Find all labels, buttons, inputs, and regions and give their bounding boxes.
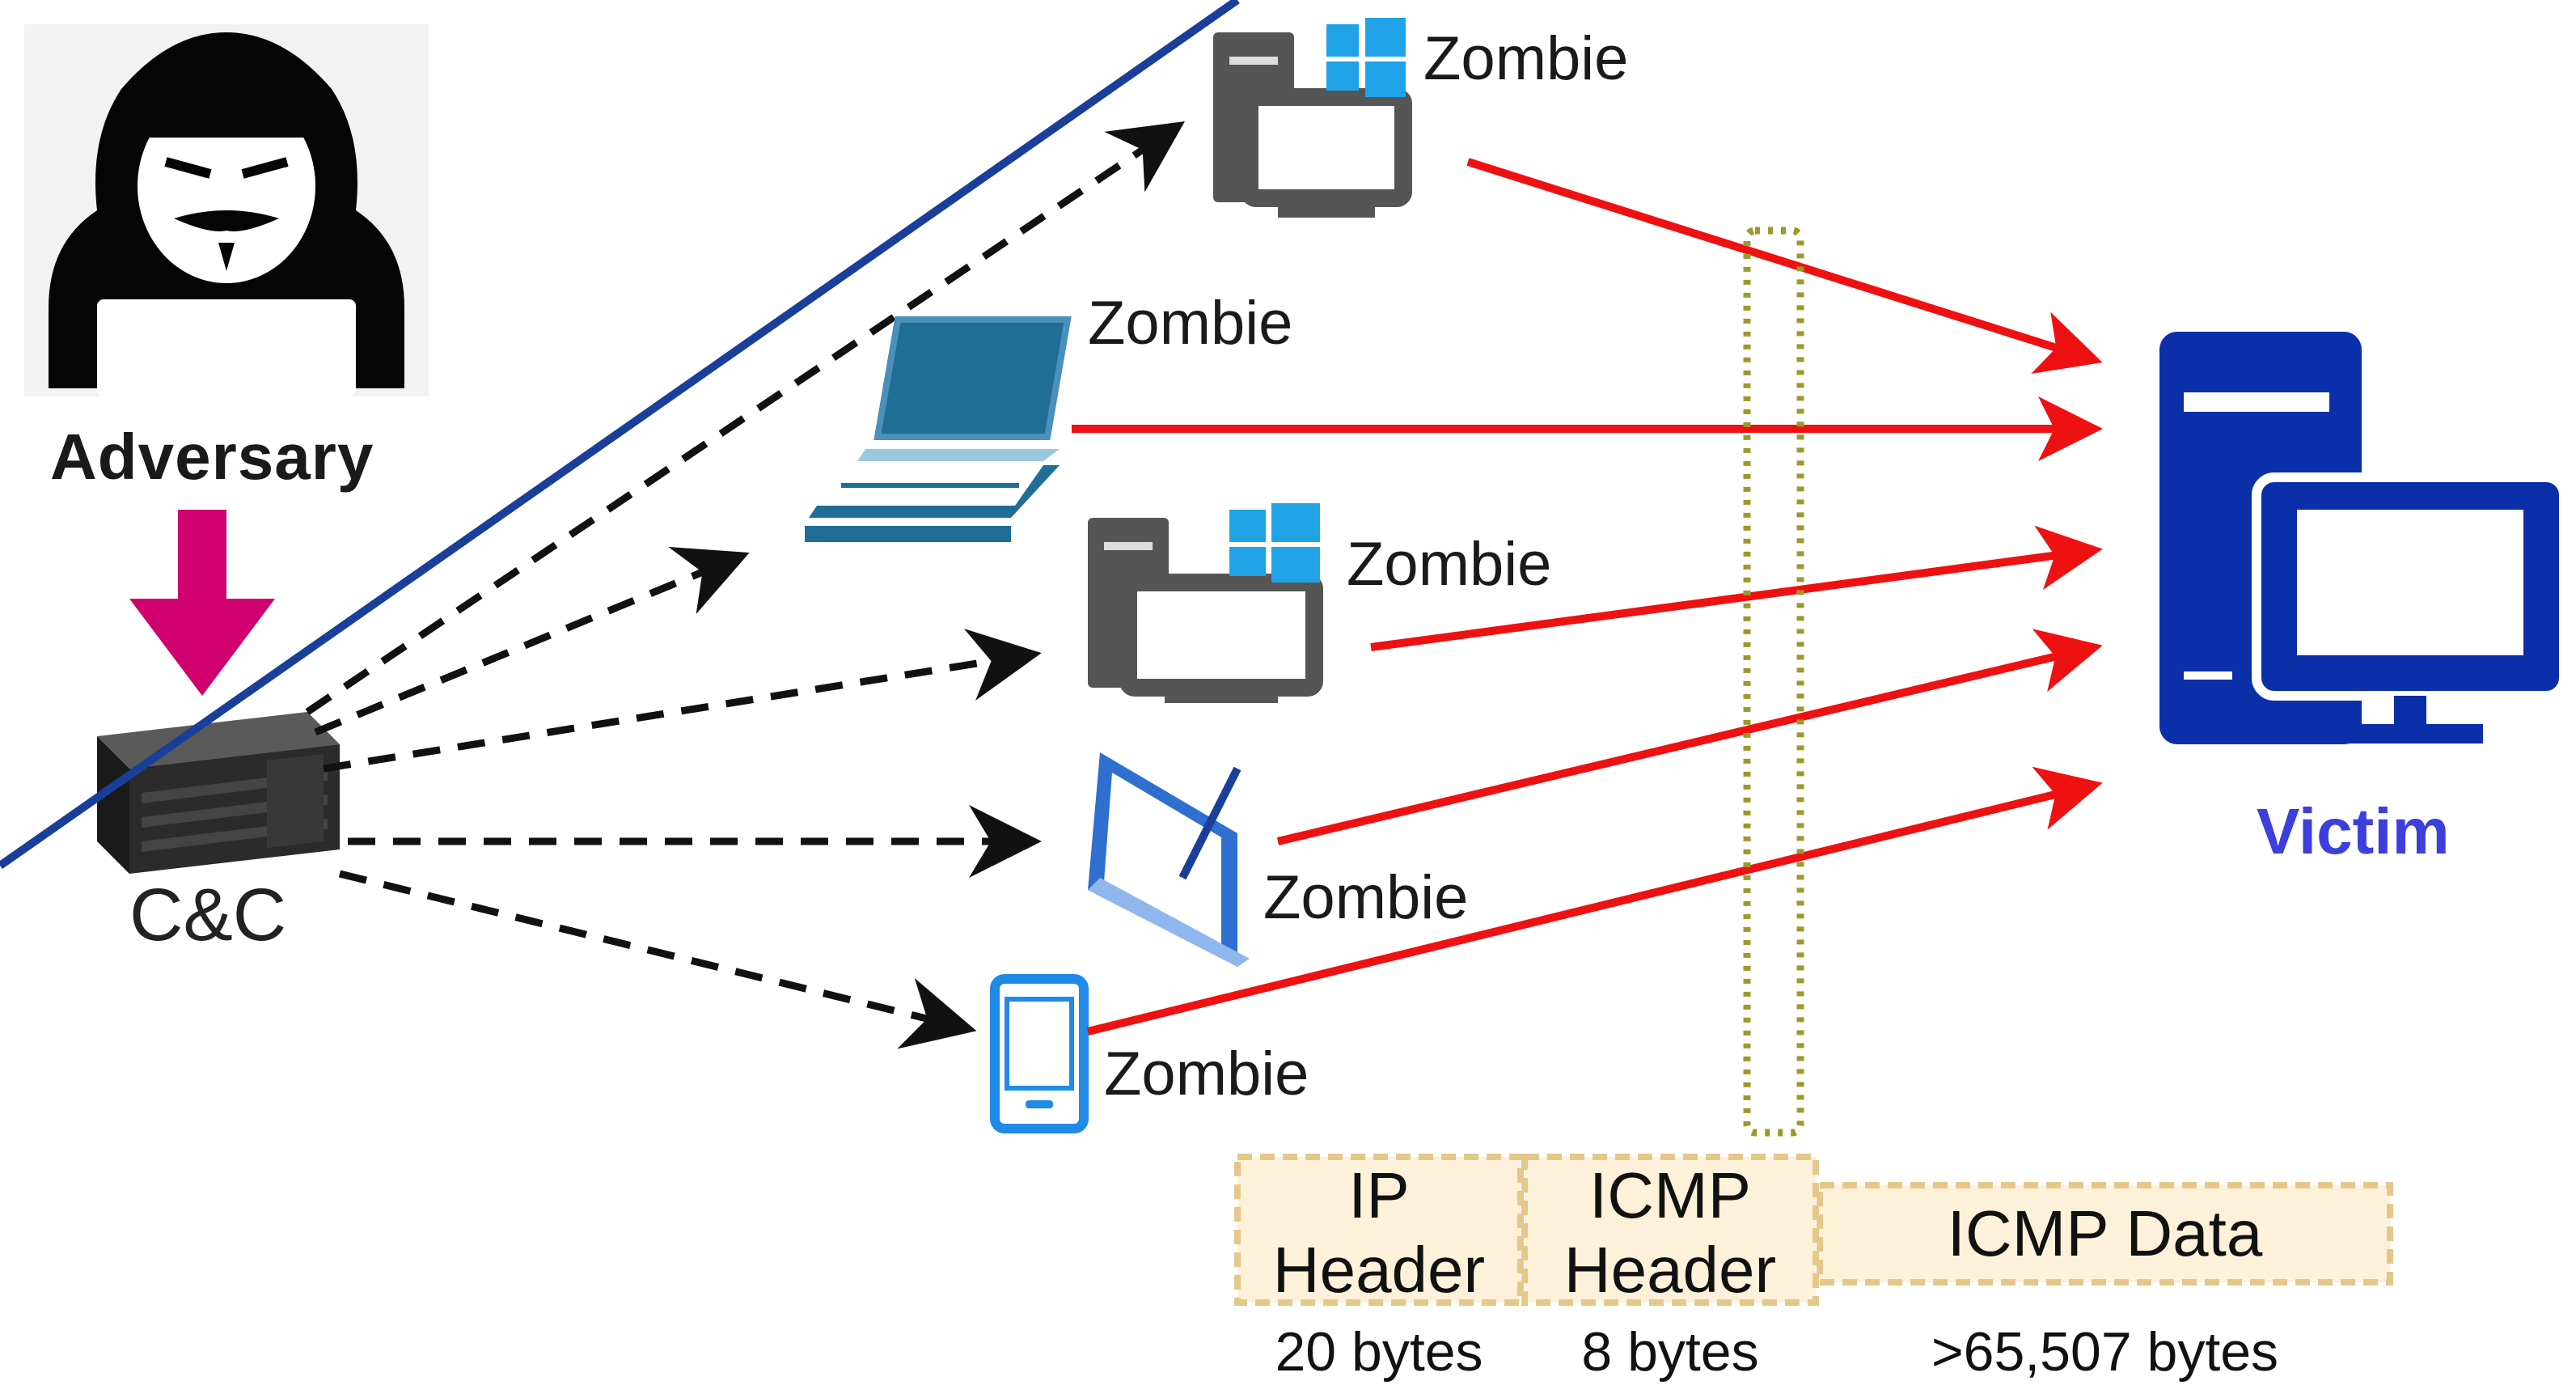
icmp-data-size: >65,507 bytes [1931,1321,2279,1383]
adversary-label: Adversary [50,421,374,493]
icmp-header-label: ICMP Header [1525,1159,1816,1307]
icmp-header-line1: ICMP [1589,1159,1751,1231]
windows-desktop-icon [1213,18,1412,218]
laptop-icon [805,316,1072,542]
smartphone-icon [990,974,1089,1133]
attack-arrow-zombie-4 [1276,629,2103,845]
hacker-icon [24,24,429,396]
cnc-label: C&C [129,874,287,956]
icmp-header-highlight [1743,227,1804,1137]
ip-header-line1: IP [1348,1159,1410,1231]
windows-logo-icon [1326,18,1406,97]
zombie-label-3: Zombie [1347,530,1552,599]
attack-arrow-zombie-3 [1370,525,2103,651]
packet-structure [1234,1154,2393,1306]
zombie-label-5: Zombie [1104,1040,1309,1108]
zombie-label-2: Zombie [1088,289,1293,358]
server-icon [97,712,340,874]
ip-header-label: IP Header [1237,1159,1521,1307]
command-arrow-zombie-5 [338,870,977,1049]
tablet-icon [0,0,1250,967]
ip-header-line2: Header [1272,1234,1486,1306]
icmp-header-line2: Header [1563,1234,1777,1306]
attack-arrows [1072,158,2103,1036]
command-arrow-zombie-3 [323,629,1042,773]
icmp-data-segment [1817,1182,2393,1286]
command-arrow-zombie-1 [305,121,1185,715]
adversary-command-arrow [129,510,275,696]
zombie-label-4: Zombie [1263,863,1469,932]
zombie-label-1: Zombie [1423,24,1629,93]
icmp-data-label: ICMP Data [1947,1197,2263,1269]
victim-label: Victim [2257,795,2450,867]
windows-desktop-icon [1088,503,1323,703]
attack-arrow-zombie-1 [1466,158,2103,375]
windows-logo-icon [1229,503,1320,582]
ip-header-size: 20 bytes [1275,1321,1483,1383]
command-arrows [305,121,1185,1049]
icmp-header-size: 8 bytes [1581,1321,1759,1383]
icmp-header-segment [1521,1154,1819,1306]
victim-computer-icon [2159,332,2569,744]
command-arrow-zombie-2 [314,546,750,736]
attack-arrow-zombie-5 [1086,766,2103,1036]
ip-header-segment [1234,1154,1524,1306]
